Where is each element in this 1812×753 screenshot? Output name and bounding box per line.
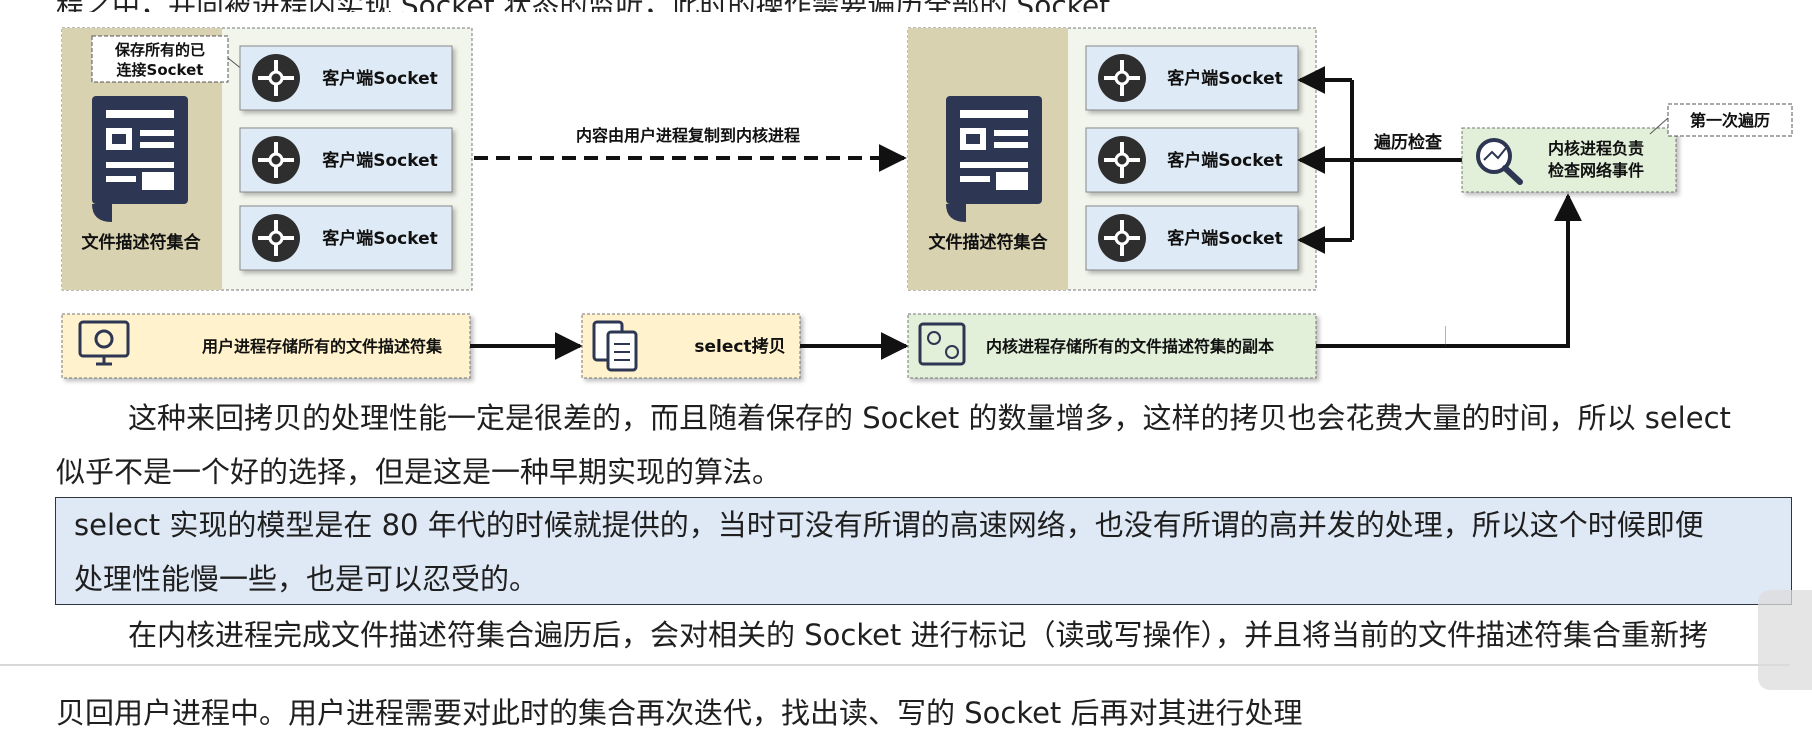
left-document-icon [92, 96, 188, 222]
copy-label: 内容由用户进程复制到内核进程 [576, 126, 800, 145]
left-socket-1-label: 客户端Socket [321, 68, 438, 89]
magnifier-icon [1476, 138, 1512, 174]
left-note-box [91, 35, 229, 83]
right-socket-1-label: 客户端Socket [1166, 68, 1283, 89]
user-store-label: 用户进程存储所有的文件描述符集 [202, 337, 443, 356]
right-set-label: 文件描述符集合 [929, 232, 1049, 253]
right-socket-2-label: 客户端Socket [1166, 150, 1283, 171]
left-socket-3: 客户端Socket [239, 205, 453, 271]
left-note-line1: 保存所有的已 [114, 41, 205, 59]
top-cutoff-text: 程之中，并向被进程内实现 Socket 状态的监听，此时的操作需要遍历全部的 S… [56, 0, 1110, 12]
right-socket-3-label: 客户端Socket [1166, 228, 1283, 249]
user-store-box: 用户进程存储所有的文件描述符集 [61, 313, 471, 379]
return-arrow [1316, 193, 1582, 348]
kernel-check-line2: 检查网络事件 [1548, 161, 1644, 180]
highlight-callout: select 实现的模型是在 80 年代的时候就提供的，当时可没有所谓的高速网络… [55, 497, 1792, 605]
paragraph-2-line-1: 在内核进程完成文件描述符集合遍历后，会对相关的 Socket 进行标记（读或写操… [128, 618, 1709, 652]
first-scan-note [1667, 103, 1793, 137]
kernel-store-label: 内核进程存储所有的文件描述符集的副本 [986, 337, 1274, 356]
scan-label: 遍历检查 [1373, 132, 1443, 153]
side-scroll-handle[interactable] [1758, 590, 1812, 690]
left-socket-2-label: 客户端Socket [321, 150, 438, 171]
select-copy-box: select拷贝 [581, 313, 801, 379]
callout-line-2: 处理性能慢一些，也是可以忍受的。 [74, 562, 539, 596]
page-break [0, 664, 1790, 666]
server-gear-icon [918, 322, 966, 366]
callout-line-1: select 实现的模型是在 80 年代的时候就提供的，当时可没有所谓的高速网络… [74, 508, 1704, 542]
paragraph-1-line-2: 似乎不是一个好的选择，但是这是一种早期实现的算法。 [56, 455, 782, 489]
left-socket-3-label: 客户端Socket [321, 228, 438, 249]
select-copy-diagram: 文件描述符集合 保存所有的已 连接Socket 客户端Socket 客户端Soc… [61, 27, 1793, 379]
kernel-check-box: 内核进程负责 检查网络事件 [1461, 127, 1677, 193]
left-set-label: 文件描述符集合 [82, 232, 202, 253]
right-document-icon [946, 96, 1042, 222]
first-scan-label: 第一次遍历 [1690, 111, 1770, 130]
left-note-line2: 连接Socket [117, 61, 204, 79]
select-copy-label: select拷贝 [694, 336, 785, 357]
left-socket-2: 客户端Socket [239, 127, 453, 193]
right-socket-2: 客户端Socket [1085, 127, 1299, 193]
right-socket-1: 客户端Socket [1085, 45, 1299, 111]
left-socket-1: 客户端Socket [239, 45, 453, 111]
paragraph-2-line-2: 贝回用户进程中。用户进程需要对此时的集合再次迭代，找出读、写的 Socket 后… [56, 696, 1303, 730]
paragraph-1-line-1: 这种来回拷贝的处理性能一定是很差的，而且随着保存的 Socket 的数量增多，这… [128, 401, 1731, 435]
text-cursor-icon [1445, 326, 1460, 346]
kernel-check-line1: 内核进程负责 [1548, 139, 1644, 158]
kernel-store-box: 内核进程存储所有的文件描述符集的副本 [907, 313, 1317, 379]
right-socket-3: 客户端Socket [1085, 205, 1299, 271]
